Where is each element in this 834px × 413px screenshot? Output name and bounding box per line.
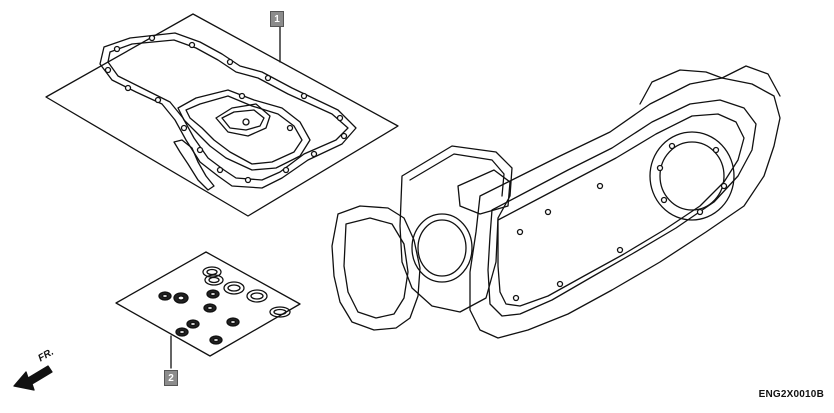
callout-1: 1: [270, 11, 284, 27]
forward-arrow-icon: [13, 365, 53, 391]
engine-assembly: [331, 65, 781, 339]
drawing-code: ENG2X0010B: [758, 389, 824, 400]
callout-2: 2: [164, 370, 178, 386]
gasket-set-panel: [45, 13, 399, 217]
seal-kit-panel: [115, 251, 301, 369]
